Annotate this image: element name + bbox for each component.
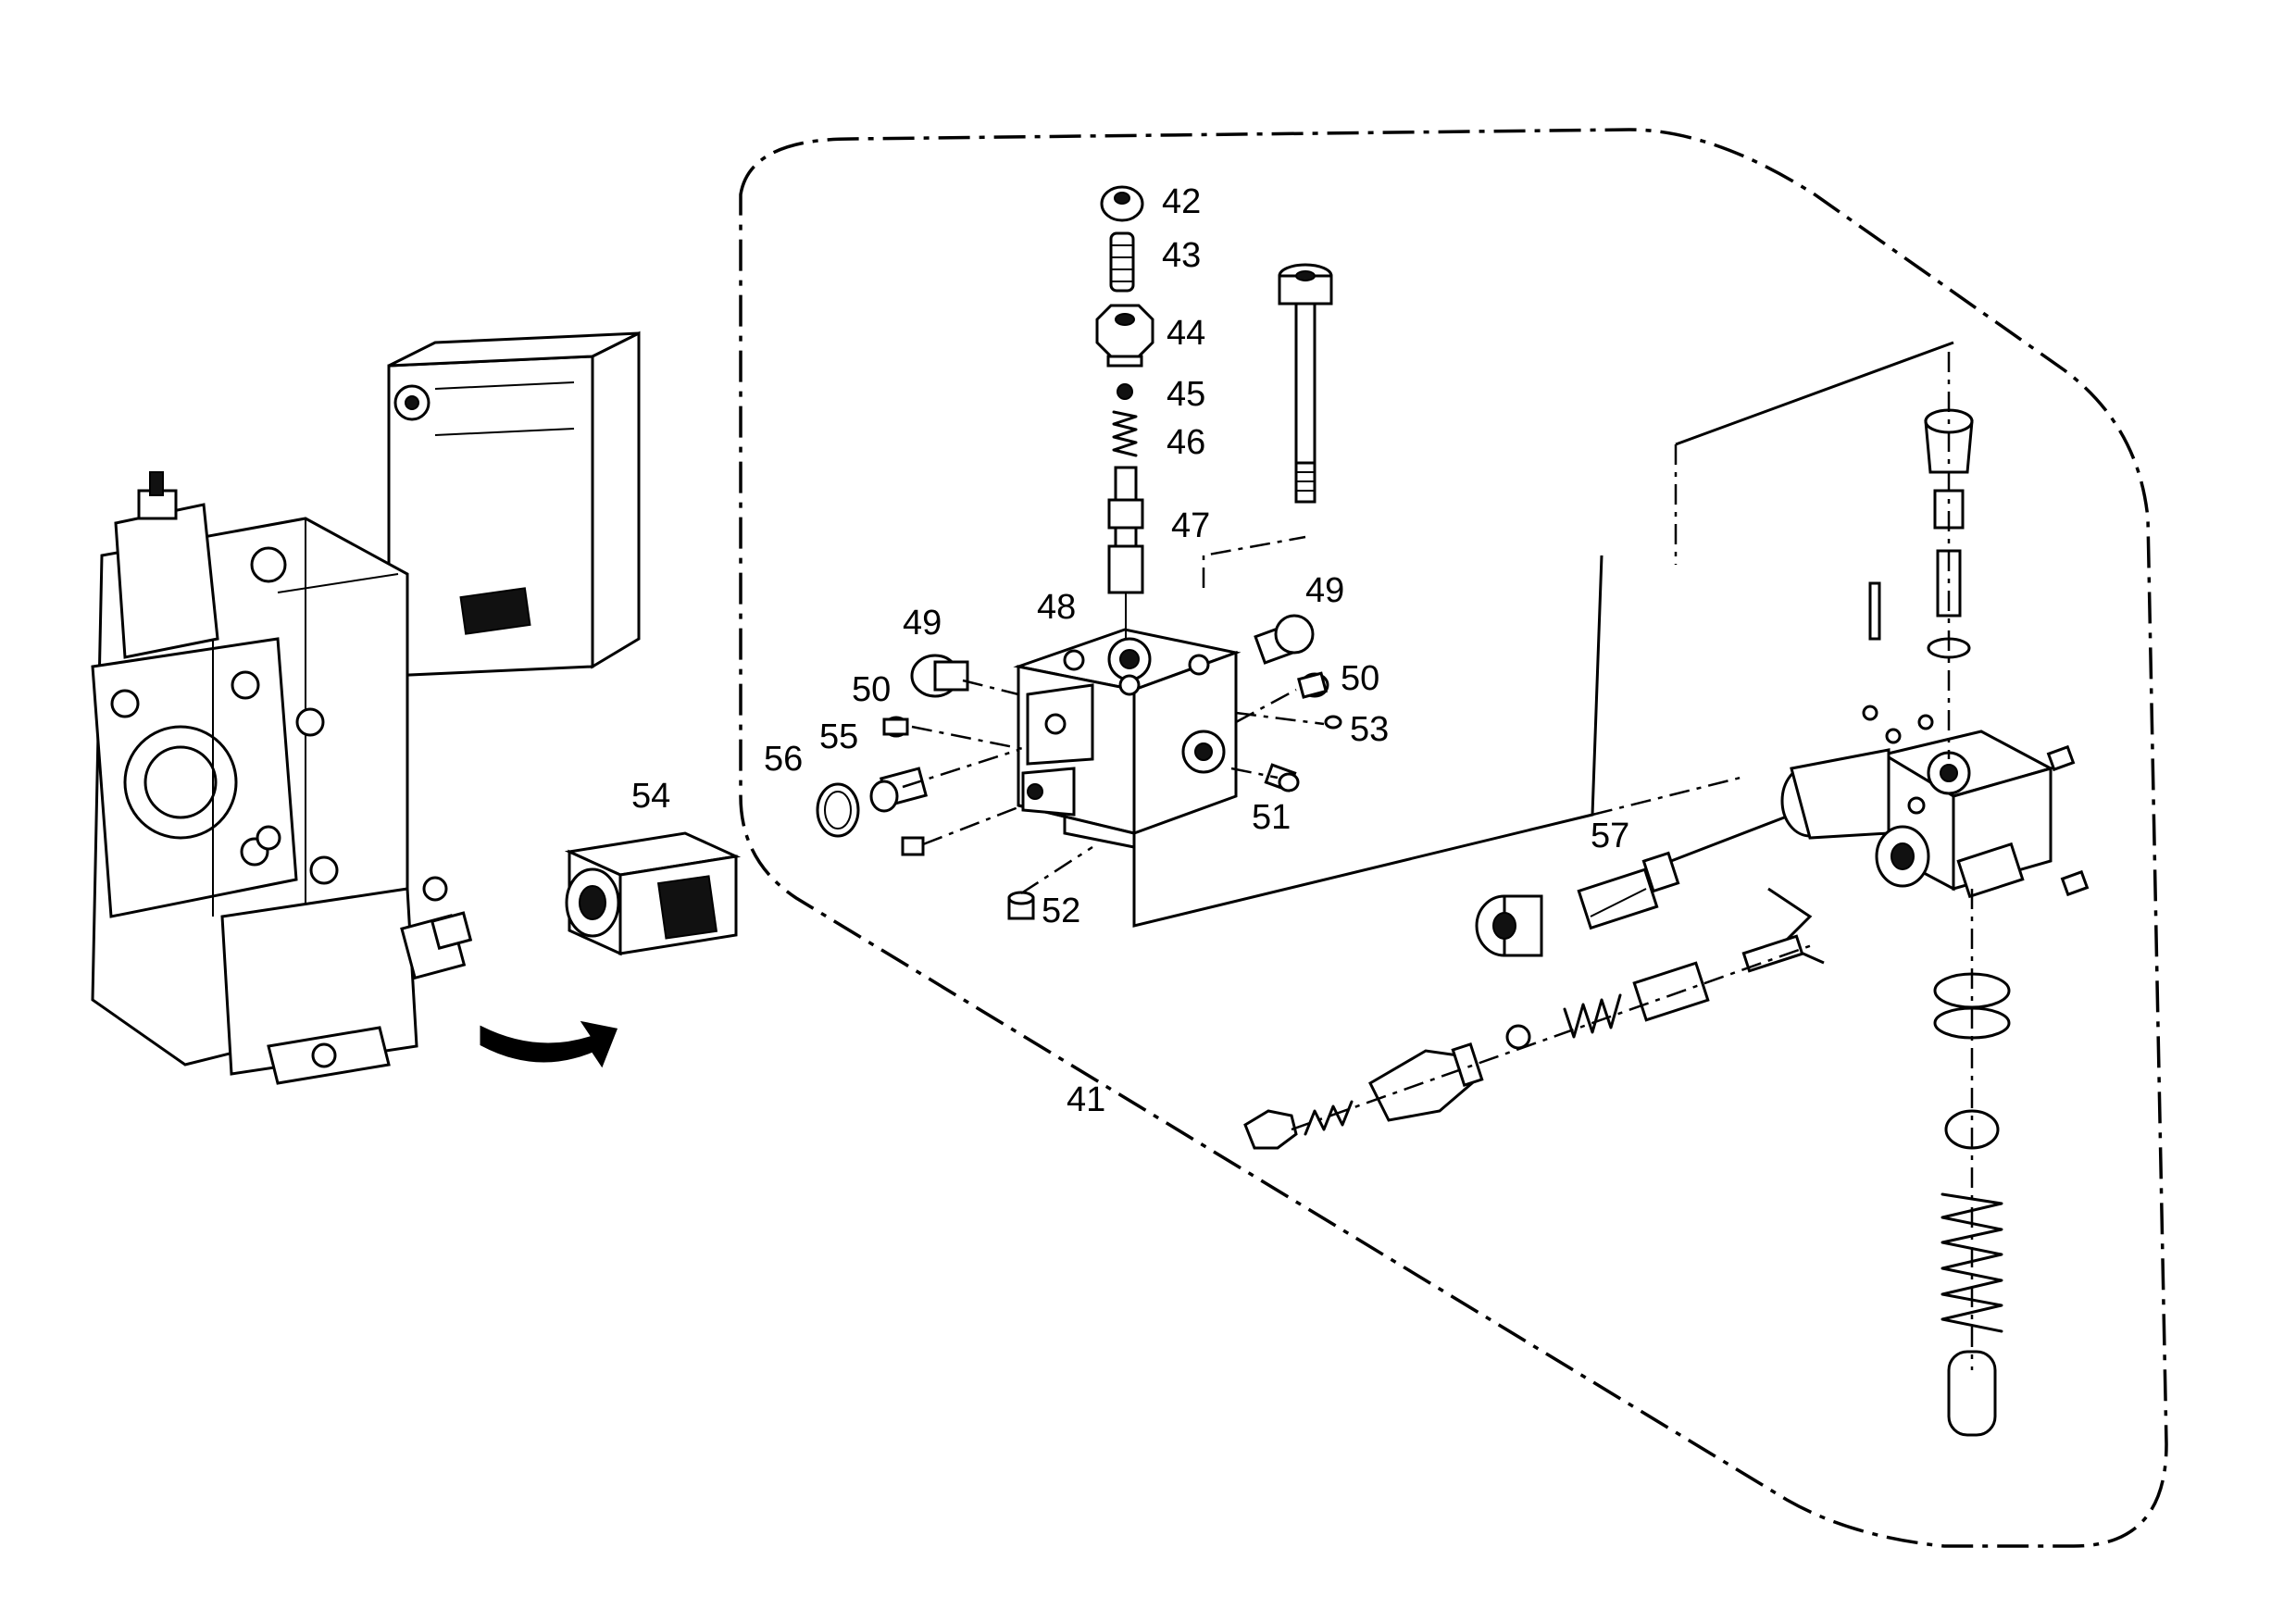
part-46-spring (1112, 410, 1138, 457)
right-bottom-stack (1933, 889, 2011, 1437)
callout-48: 48 (1037, 588, 1076, 627)
leader-screw (922, 804, 1024, 846)
part-42-cap (1100, 185, 1144, 222)
callout-53: 53 (1350, 710, 1389, 749)
callout-50-right: 50 (1341, 659, 1379, 698)
callout-55: 55 (819, 717, 858, 756)
leader-55 (902, 748, 1019, 789)
callout-42: 42 (1162, 182, 1201, 221)
leader-49 (962, 679, 1019, 696)
connector-line (1132, 555, 1603, 928)
part-50-plug-right (1297, 671, 1329, 699)
callout-47: 47 (1171, 506, 1210, 545)
leader-51 (1230, 767, 1279, 780)
leader-53 (1235, 711, 1325, 726)
leader-bolt (1202, 535, 1306, 588)
callout-57: 57 (1591, 817, 1629, 855)
right-valve-body (1780, 705, 2090, 899)
leader-50b (1235, 688, 1297, 724)
assembly-41-outline (739, 128, 2168, 1548)
callout-56: 56 (764, 740, 803, 779)
part-56-oring (816, 782, 860, 838)
long-bolt (1278, 263, 1333, 504)
part-49-plug-right (1254, 614, 1315, 665)
part-51-plug (1264, 763, 1300, 792)
part-44-nut (1095, 304, 1154, 368)
curved-arrow-icon (480, 1020, 618, 1068)
horizontal-relief-stack (1243, 887, 1825, 1150)
part-57-plug (1475, 894, 1543, 957)
callout-44: 44 (1167, 314, 1205, 353)
callout-43: 43 (1162, 236, 1201, 275)
part-47-spool (1107, 466, 1144, 639)
right-top-stack (1868, 352, 1974, 759)
callout-45: 45 (1167, 375, 1205, 414)
leader-52 (1020, 845, 1093, 895)
part-53-pin (1324, 715, 1342, 730)
callouts: 41 42 43 44 45 46 47 48 49 49 50 50 51 5… (631, 182, 1629, 1119)
callout-49-left: 49 (903, 604, 942, 643)
part-43-screw (1109, 231, 1135, 293)
part-45-ball (1117, 383, 1133, 400)
callout-50-left: 50 (852, 670, 891, 709)
connector-line-2 (1591, 776, 1741, 817)
connector-line-3 (1675, 341, 1954, 446)
small-screw-left (901, 836, 925, 856)
pump-assembly (91, 331, 641, 1085)
part-55-fitting (869, 767, 929, 813)
callout-49-right: 49 (1305, 571, 1344, 610)
callout-51: 51 (1252, 798, 1291, 837)
solenoid-part-54 (564, 831, 742, 956)
callout-46: 46 (1167, 423, 1205, 462)
part-50-plug-left (882, 716, 909, 738)
part-49-plug-left (910, 654, 969, 698)
callout-52: 52 (1042, 892, 1080, 930)
leader-50 (911, 725, 1029, 752)
part-52-plug (1007, 891, 1035, 920)
callout-54: 54 (631, 777, 670, 816)
valve-block-48 (1013, 628, 1242, 849)
callout-41: 41 (1067, 1080, 1105, 1119)
filter-part (1577, 813, 1792, 930)
